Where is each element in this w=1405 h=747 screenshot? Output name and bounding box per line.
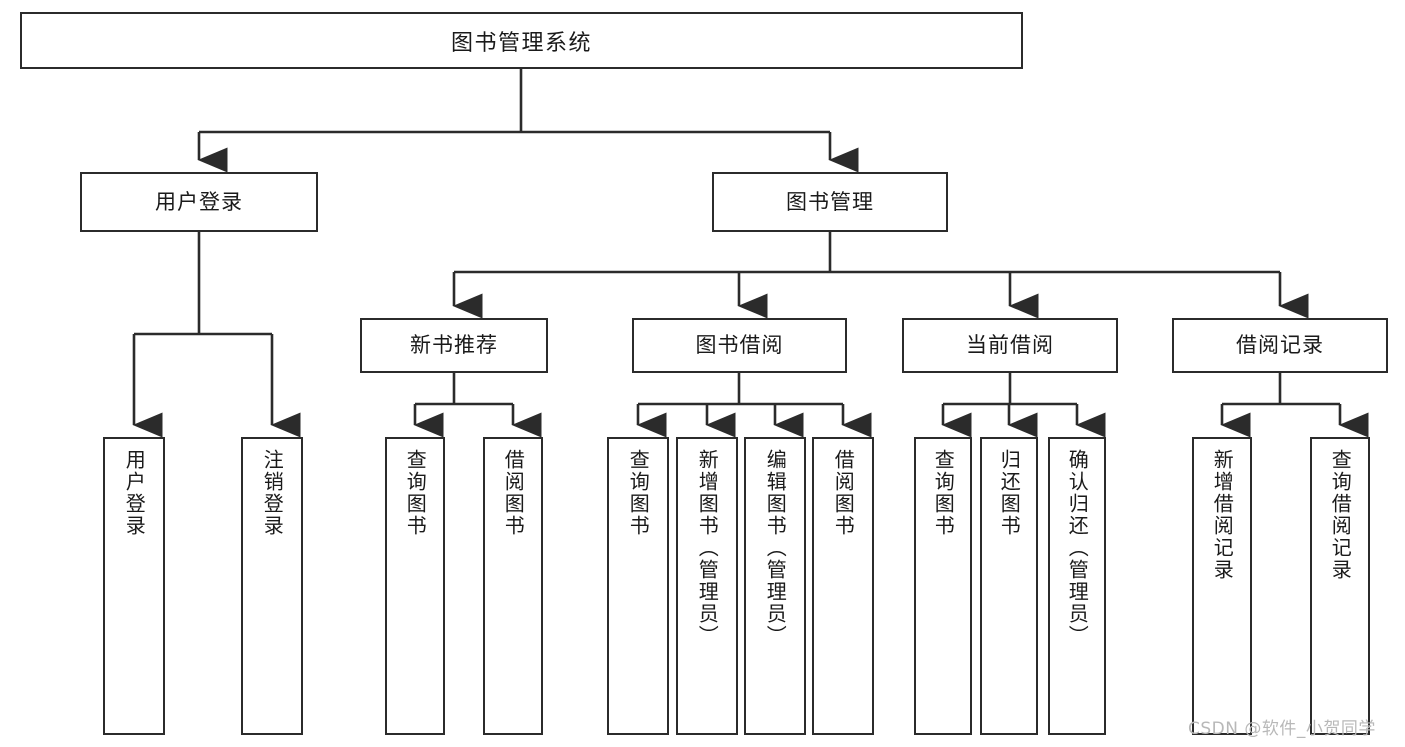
node-leaf-query-book-1[interactable]: 查询图书 [385,437,445,735]
node-book-borrow[interactable]: 图书借阅 [632,318,847,373]
node-leaf-query-book-3[interactable]: 查询图书 [914,437,972,735]
node-leaf-query-book-2-label: 查询图书 [626,449,651,537]
node-leaf-confirm-return-label: 确认归还（管理员） [1065,449,1090,647]
node-borrow-record-label: 借阅记录 [1236,333,1324,358]
node-leaf-query-book-1-label: 查询图书 [403,449,428,537]
node-leaf-edit-book-label: 编辑图书（管理员） [763,449,788,647]
node-book-manage[interactable]: 图书管理 [712,172,948,232]
node-leaf-logout-label: 注销登录 [260,449,285,537]
node-new-book-recommend-label: 新书推荐 [410,333,498,358]
node-leaf-logout[interactable]: 注销登录 [241,437,303,735]
node-user-login[interactable]: 用户登录 [80,172,318,232]
node-leaf-user-login[interactable]: 用户登录 [103,437,165,735]
node-leaf-add-book[interactable]: 新增图书（管理员） [676,437,738,735]
node-leaf-borrow-book-1-label: 借阅图书 [501,449,526,537]
csdn-watermark: CSDN @软件_小贺同学 [1188,719,1376,739]
node-leaf-edit-book[interactable]: 编辑图书（管理员） [744,437,806,735]
node-leaf-query-book-3-label: 查询图书 [931,449,956,537]
node-root-label: 图书管理系统 [450,30,592,56]
node-leaf-query-book-2[interactable]: 查询图书 [607,437,669,735]
node-leaf-add-book-label: 新增图书（管理员） [695,449,720,647]
node-user-login-label: 用户登录 [155,189,243,214]
node-leaf-return-book-label: 归还图书 [997,449,1022,537]
node-leaf-borrow-book-1[interactable]: 借阅图书 [483,437,543,735]
node-leaf-confirm-return[interactable]: 确认归还（管理员） [1048,437,1106,735]
node-leaf-borrow-book-2[interactable]: 借阅图书 [812,437,874,735]
node-current-borrow-label: 当前借阅 [966,333,1054,358]
node-leaf-query-record[interactable]: 查询借阅记录 [1310,437,1370,735]
node-leaf-query-record-label: 查询借阅记录 [1328,449,1353,581]
node-leaf-borrow-book-2-label: 借阅图书 [831,449,856,537]
node-new-book-recommend[interactable]: 新书推荐 [360,318,548,373]
node-root[interactable]: 图书管理系统 [20,12,1023,69]
node-leaf-return-book[interactable]: 归还图书 [980,437,1038,735]
node-leaf-user-login-label: 用户登录 [122,449,147,537]
node-book-manage-label: 图书管理 [786,189,874,214]
node-borrow-record[interactable]: 借阅记录 [1172,318,1388,373]
node-leaf-add-record-label: 新增借阅记录 [1210,449,1235,581]
node-book-borrow-label: 图书借阅 [695,333,784,358]
node-leaf-add-record[interactable]: 新增借阅记录 [1192,437,1252,735]
node-current-borrow[interactable]: 当前借阅 [902,318,1118,373]
